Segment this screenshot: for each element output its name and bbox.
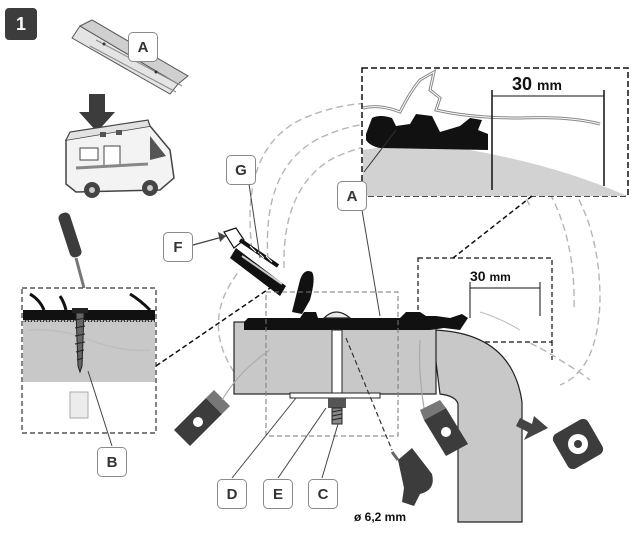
drill-icon	[345, 337, 433, 506]
down-arrow-icon	[79, 94, 115, 132]
detail-box-screw	[21, 287, 157, 434]
sealant-tube-right-icon	[418, 339, 468, 456]
callout-a-top: A	[128, 32, 158, 62]
detail-box-profile-large	[361, 67, 629, 197]
drill-diameter-label: ø 6,2 mm	[354, 510, 407, 524]
callout-g: G	[226, 155, 256, 185]
motorhome-icon	[65, 119, 175, 198]
clamp-g	[230, 248, 314, 314]
dimension-large-value: 30	[512, 74, 533, 94]
dimension-large: 30 mm	[512, 74, 562, 95]
callout-b: B	[97, 447, 127, 477]
callout-e: E	[263, 479, 293, 509]
callout-a-main: A	[337, 181, 367, 211]
vehicle-wall	[431, 329, 523, 523]
step-number-badge: 1	[5, 8, 37, 40]
dimension-small-unit: mm	[489, 270, 511, 284]
screwdriver-icon	[58, 212, 86, 289]
dimension-large-unit: mm	[537, 77, 562, 93]
dimension-small-value: 30	[470, 268, 486, 284]
dimension-small: 30 mm	[470, 268, 511, 284]
tape-measure-icon	[552, 418, 604, 470]
pointer-arrow-icon	[516, 416, 548, 440]
callout-c: C	[308, 479, 338, 509]
sealant-tube-left-icon	[174, 349, 271, 446]
callout-f: F	[163, 232, 193, 262]
callout-d: D	[217, 479, 247, 509]
